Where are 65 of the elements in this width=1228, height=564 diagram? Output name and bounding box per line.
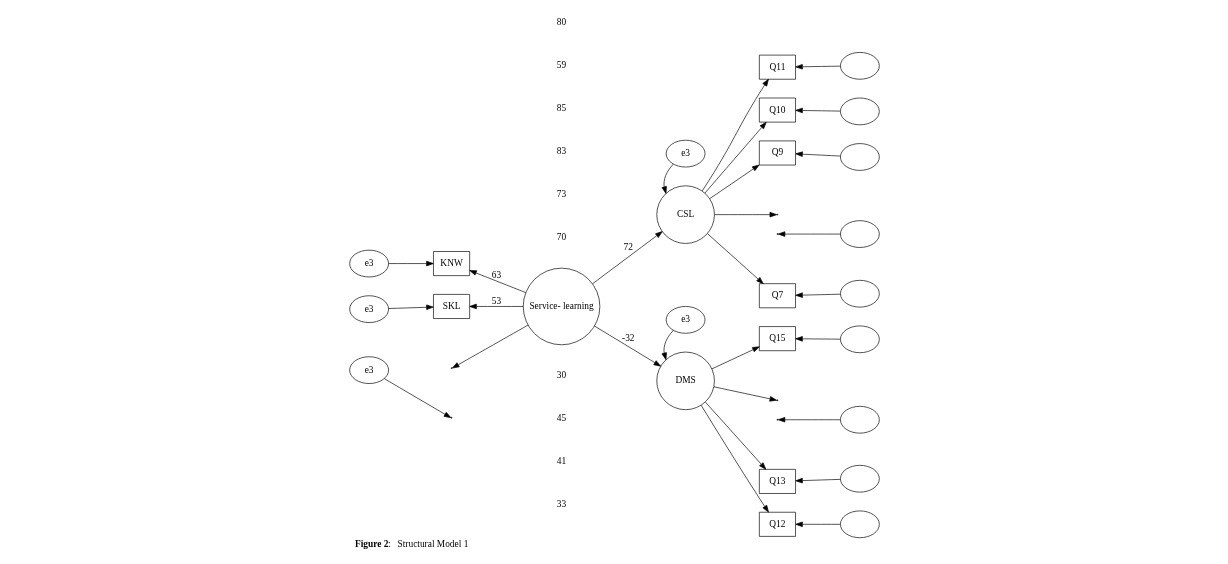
arrow	[794, 292, 841, 298]
arrow	[777, 417, 841, 423]
node-ellipse: e3	[348, 249, 389, 278]
arrow	[711, 346, 760, 370]
arrow	[591, 231, 663, 285]
node-box: Q13	[758, 469, 796, 494]
arrow	[704, 401, 766, 470]
arrow	[593, 325, 661, 367]
node-box: Q11	[758, 54, 796, 80]
node-ellipse: e3	[348, 295, 389, 323]
node-ellipse	[839, 143, 880, 171]
node-ellipse	[839, 220, 880, 248]
arrow	[700, 404, 769, 513]
arrow	[468, 270, 526, 293]
arrow	[661, 163, 674, 194]
node-ellipse: e3	[665, 139, 705, 168]
edge-label: 72	[623, 242, 633, 253]
node-box: Q7	[758, 283, 796, 309]
node-box: SKL	[432, 294, 470, 319]
arrow	[713, 211, 777, 218]
node-ellipse	[839, 280, 880, 308]
edge-label: 63	[491, 269, 501, 280]
node-box: Q10	[758, 97, 796, 123]
label: 85	[556, 103, 566, 114]
node-ellipse	[839, 465, 880, 493]
arrow	[794, 336, 841, 342]
arrow	[387, 304, 434, 310]
node-ellipse	[839, 406, 880, 434]
edge-label: 53	[491, 295, 501, 306]
label: 73	[556, 189, 566, 200]
label: 59	[556, 60, 566, 71]
label: 80	[556, 17, 566, 28]
edge-label: -32	[621, 333, 635, 344]
arrow	[706, 233, 764, 284]
arrow	[383, 378, 451, 419]
arrow	[701, 78, 769, 192]
arrow	[794, 64, 841, 70]
arrow	[777, 231, 841, 237]
node-ellipse: e3	[348, 356, 389, 384]
arrow	[794, 151, 841, 157]
arrow	[794, 107, 841, 114]
label: 70	[556, 231, 566, 242]
arrow	[709, 164, 759, 199]
node-ellipse	[839, 325, 880, 354]
node-ellipse	[839, 52, 880, 80]
label: 45	[556, 412, 566, 423]
label: 41	[556, 455, 566, 466]
arrow	[387, 260, 434, 267]
node-box: Q9	[758, 140, 796, 166]
node-ellipse	[839, 97, 880, 126]
label: 83	[556, 146, 566, 157]
caption: Figure 2: Structural Model 1	[354, 539, 468, 550]
node-circle: Service- learning	[522, 267, 600, 346]
label: 30	[556, 369, 566, 380]
node-box: Q12	[758, 511, 796, 537]
label: 33	[556, 498, 566, 509]
arrow	[794, 521, 841, 527]
node-box: KNW	[432, 251, 470, 276]
arrow	[661, 330, 674, 360]
node-box: Q15	[758, 326, 796, 352]
arrow	[704, 121, 767, 194]
arrow	[794, 477, 841, 484]
node-ellipse: e3	[665, 306, 705, 334]
node-ellipse	[839, 510, 880, 539]
arrow	[468, 303, 524, 310]
